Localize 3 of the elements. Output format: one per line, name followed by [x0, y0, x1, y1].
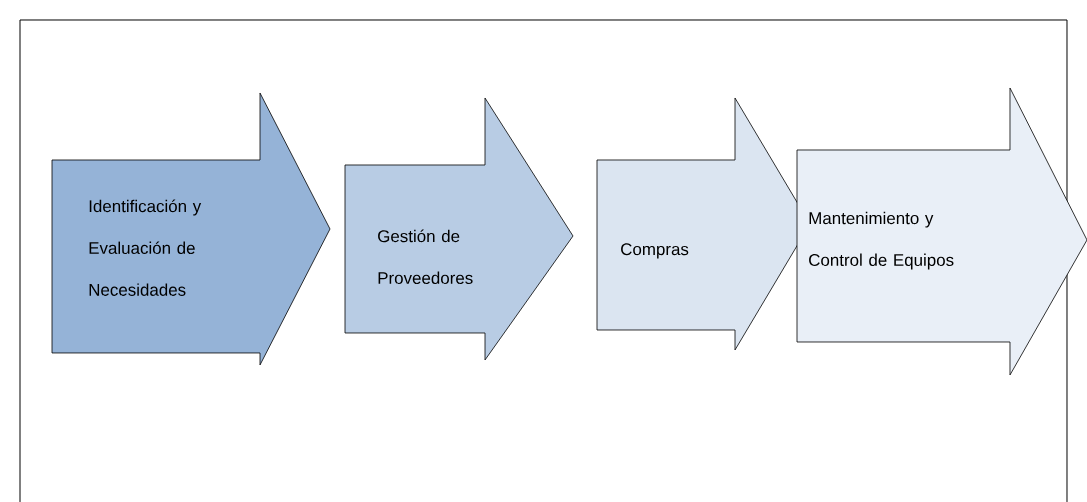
process-step: Identificación y Evaluación de Necesidades [51, 92, 331, 366]
process-step: Gestión de Proveedores [344, 97, 574, 361]
process-step: Mantenimiento y Control de Equipos [796, 87, 1087, 376]
